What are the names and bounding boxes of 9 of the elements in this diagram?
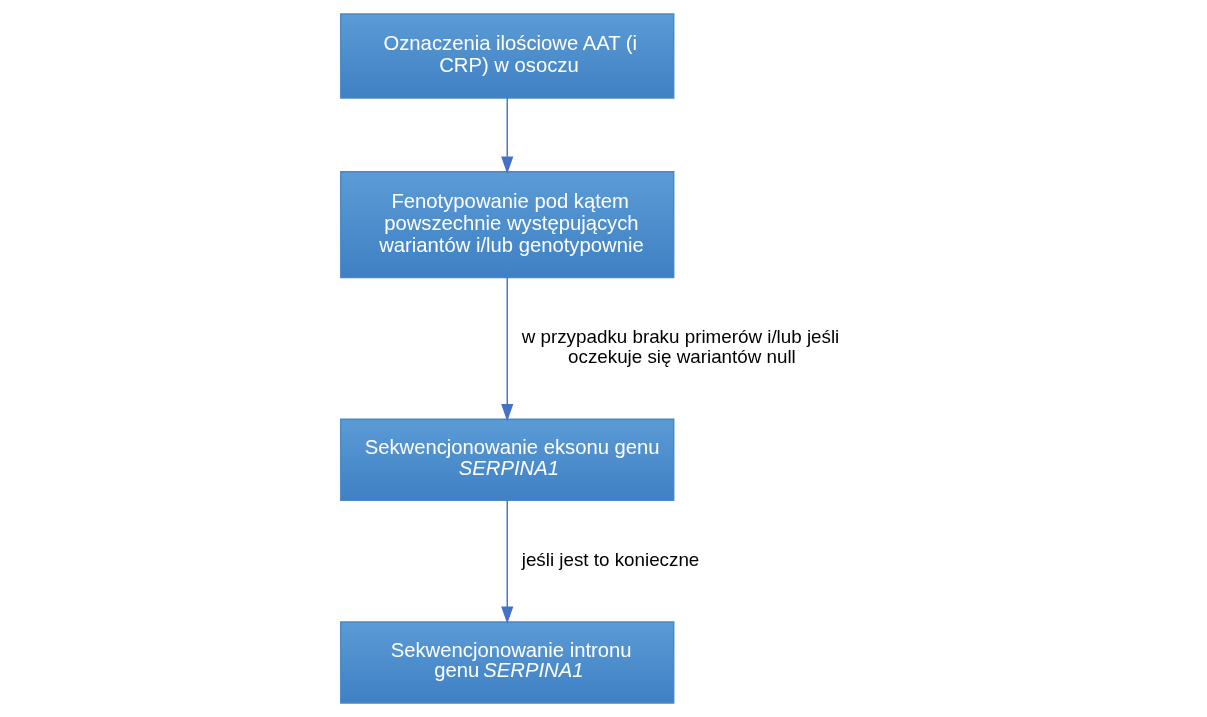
edge-label: w przypadku braku primerów i/lub jeśli oczekuje się wariantów null (521, 326, 840, 368)
node-box: Fenotypowanie pod kątem powszechnie występujących wariantów i/lub genotypownie (340, 171, 675, 279)
arrow (501, 500, 514, 624)
node-box: Sekwencjonowanie intronu genu SERPINA1 (340, 621, 675, 704)
node-box: Oznaczenia ilościowe AAT (i CRP) w osoczu (340, 13, 675, 99)
arrow (501, 276, 514, 422)
node-box: Sekwencjonowanie eksonu genu SERPINA1 (340, 418, 675, 502)
edge-label: jeśli jest to konieczne (521, 549, 700, 571)
arrow (501, 97, 514, 174)
